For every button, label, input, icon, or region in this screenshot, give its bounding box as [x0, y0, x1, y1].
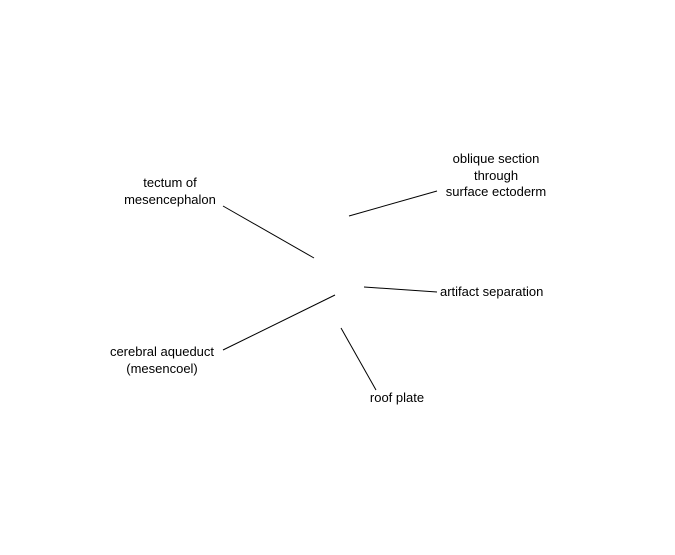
leader-line-oblique-section — [348, 190, 438, 217]
label-line: artifact separation — [440, 284, 544, 299]
label-line: surface ectoderm — [445, 184, 547, 199]
label-line: tectum of — [143, 175, 197, 190]
label-line: cerebral aqueduct — [109, 344, 215, 359]
label-roof-plate: roof plate — [362, 390, 432, 407]
label-line: through — [473, 167, 519, 183]
label-cerebral-aqueduct: cerebral aqueduct (mesencoel) — [100, 344, 224, 377]
label-line: mesencephalon — [124, 191, 216, 207]
leader-line-cerebral-aqueduct — [222, 294, 336, 351]
label-line: roof plate — [369, 390, 425, 405]
label-line: oblique section — [452, 151, 540, 166]
label-tectum-of-mesencephalon: tectum of mesencephalon — [114, 175, 226, 208]
leader-line-tectum — [222, 205, 315, 259]
label-artifact-separation: artifact separation — [440, 284, 556, 301]
label-oblique-section: oblique section through surface ectoderm — [434, 151, 558, 201]
label-line: (mesencoel) — [126, 360, 198, 376]
leader-line-roof-plate — [340, 327, 377, 391]
leader-line-artifact-separation — [363, 286, 438, 293]
